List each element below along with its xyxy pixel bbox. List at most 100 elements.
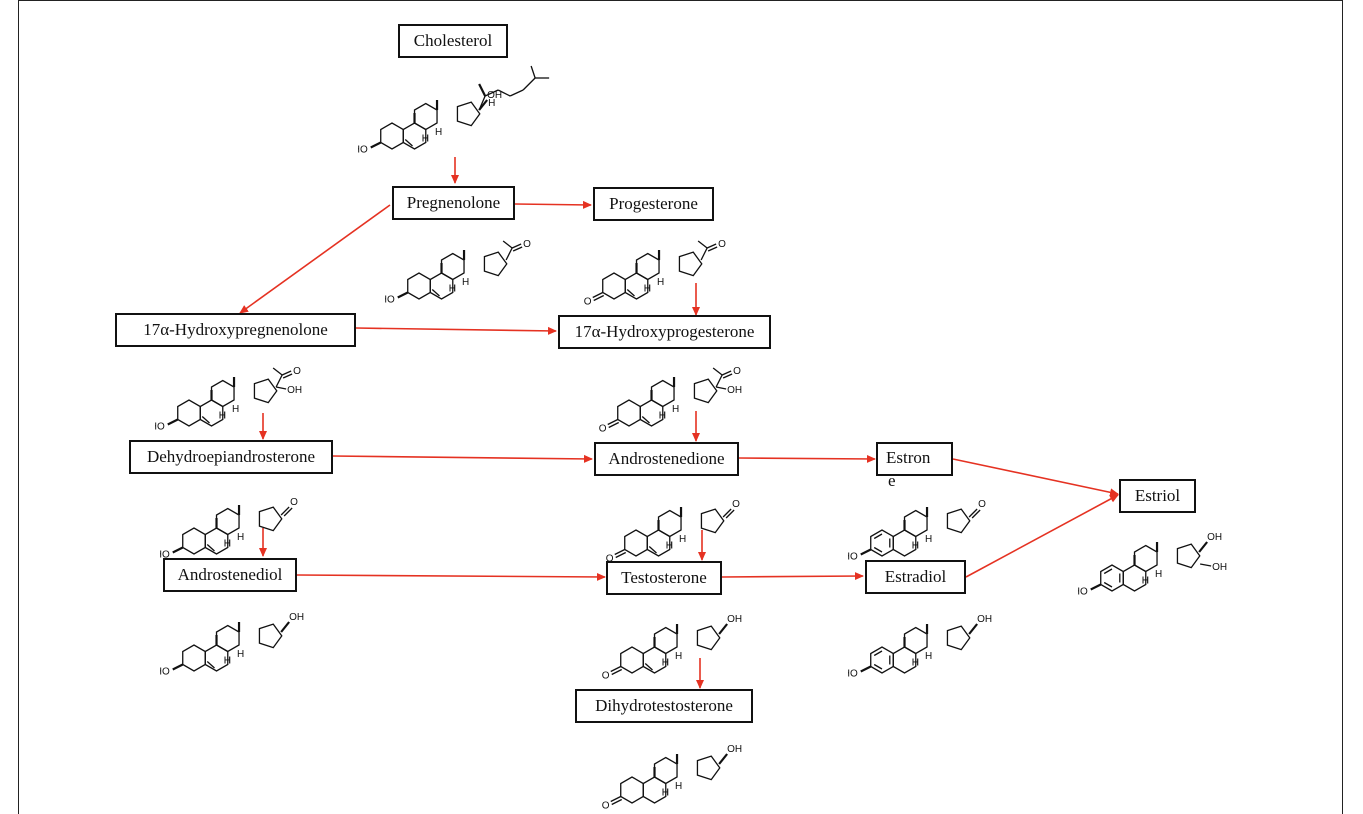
h-label: H <box>672 404 679 415</box>
carbonyl-bond <box>283 507 293 517</box>
double-bond <box>201 416 210 424</box>
carbonyl-bond <box>608 421 620 429</box>
ring-a <box>624 529 648 557</box>
h-label: H <box>449 284 456 295</box>
carbonyl-bond <box>707 246 718 252</box>
hydroxyl-label: OH <box>727 385 742 396</box>
arrow-testosterone-to-estradiol <box>721 572 864 581</box>
acetyl-bond <box>502 240 513 249</box>
ring-c <box>903 626 928 655</box>
cholesterol-structure: HOHHHOHH <box>358 58 558 163</box>
acetyl-bond <box>712 367 723 376</box>
figure-frame <box>18 0 1343 814</box>
carbonyl-bond <box>706 243 717 249</box>
hydroxyl-bond <box>370 141 382 149</box>
estrone-label: Estron <box>886 448 931 467</box>
oxo-label: O <box>733 366 741 377</box>
carbonyl-bond <box>610 665 622 673</box>
carbonyl-bond <box>615 551 627 559</box>
side-chain-bond <box>478 83 487 97</box>
ring-d <box>258 506 283 532</box>
hydroxyl-label: OH <box>487 90 502 101</box>
h-label: H <box>666 541 673 552</box>
pregnenolone-label: Pregnenolone <box>406 193 501 212</box>
testosterone-box: Testosterone <box>606 561 722 595</box>
aromatic-bond <box>873 650 883 657</box>
double-bond <box>431 289 440 297</box>
hydroxyl-label: HO <box>385 295 395 306</box>
progesterone-label: Progesterone <box>609 194 698 213</box>
side-chain-bond <box>509 89 524 97</box>
h-label: H <box>659 411 666 422</box>
aromatic-bond <box>873 663 883 670</box>
carbonyl-bond <box>593 294 605 302</box>
hydroxyl-bond <box>172 546 184 554</box>
estriol-box: Estriol <box>1119 479 1196 513</box>
h-label: H <box>912 541 919 552</box>
side-chain-bond <box>497 89 511 97</box>
double-bond <box>626 289 635 297</box>
carbonyl-bond <box>968 508 978 518</box>
h-label: H <box>422 134 429 145</box>
h-label: H <box>232 404 239 415</box>
hydroxyprogesterone-label: 17α-Hydroxyprogesterone <box>574 322 755 341</box>
carbonyl-bond <box>610 795 622 803</box>
ring-a <box>380 122 404 150</box>
aromatic-bond <box>873 533 883 540</box>
hydroxyl-bond <box>716 386 727 390</box>
acetyl-bond <box>700 247 708 261</box>
h-label: H <box>224 539 231 550</box>
ring-a <box>182 644 206 672</box>
oxo-label: O <box>293 366 301 377</box>
oxo-label: O <box>290 497 298 508</box>
dht-label: Dihydrotestosterone <box>595 696 733 715</box>
h-label: H <box>488 98 495 109</box>
carbonyl-bond <box>722 373 733 379</box>
carbonyl-bond <box>282 373 293 379</box>
carbonyl-bond <box>592 291 604 299</box>
h-label: H <box>644 284 651 295</box>
h-label: H <box>224 656 231 667</box>
ring-c <box>413 102 438 131</box>
ring-c <box>653 756 678 785</box>
ring-d <box>946 508 971 534</box>
progesterone-box: Progesterone <box>593 187 714 221</box>
h-label: H <box>662 658 669 669</box>
hydroxyl-label: HO <box>358 145 368 156</box>
h-label: H <box>912 541 919 552</box>
androstenediol-box: Androstenediol <box>163 558 297 592</box>
arrow-androstenediol-to-testosterone <box>296 572 606 581</box>
ring-c <box>210 379 235 408</box>
carbonyl-bond <box>281 370 292 376</box>
aromatic-bond <box>1103 581 1113 588</box>
hydroxyl-bond <box>718 753 728 765</box>
androstenediol-label: Androstenediol <box>177 565 283 584</box>
ring-d <box>253 378 278 404</box>
h-label: H <box>422 134 429 145</box>
h-label: H <box>224 656 231 667</box>
ring-c <box>657 509 682 538</box>
h-label: H <box>659 411 666 422</box>
h-label: H <box>679 534 686 545</box>
h-label: H <box>644 284 651 295</box>
ring-c <box>1133 544 1158 573</box>
ring-c <box>440 252 465 281</box>
hydroxyl-label: OH <box>977 614 992 625</box>
ring-d <box>456 101 481 127</box>
arrow-pregnenolone-to-hydroxypregnenolone <box>239 204 391 314</box>
h-label: H <box>666 541 673 552</box>
carbonyl-bond <box>512 246 523 252</box>
hydroxyl-label: HO <box>848 552 858 563</box>
hydroxyl-bond <box>1198 541 1208 553</box>
hydroxyl-label: OH <box>1207 532 1222 543</box>
